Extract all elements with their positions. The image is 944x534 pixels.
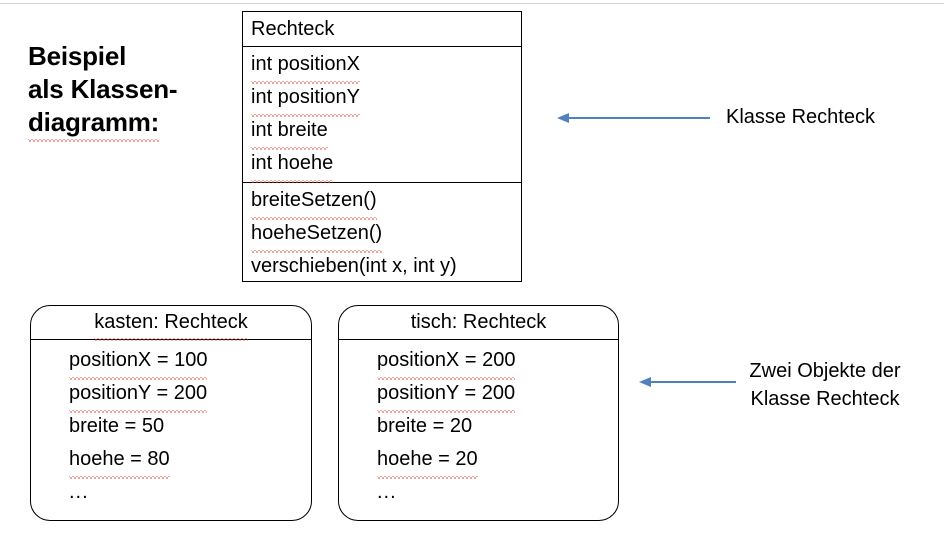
callout-arrow-objects-icon: [639, 377, 736, 387]
callout-label-objects-line-2: Klasse Rechteck: [750, 388, 900, 410]
uml-object-title-text: kasten: Rechteck: [94, 306, 249, 341]
uml-object-slot-text: breite = 20: [377, 415, 473, 437]
uml-class-box: Rechteck int positionX int positionY int…: [242, 11, 522, 282]
uml-object-title: tisch: Rechteck: [339, 306, 618, 340]
uml-object-slot-ellipsis: ...: [377, 481, 397, 503]
uml-object-box-tisch: tisch: Rechteck positionX = 200 position…: [338, 305, 619, 521]
uml-attribute-row: int hoehe: [251, 147, 521, 183]
uml-object-slot-text: positionX = 100: [69, 344, 208, 380]
uml-attribute-text: int hoehe: [251, 147, 334, 183]
uml-object-slot-row: positionX = 200: [377, 344, 618, 380]
uml-object-slot-row: positionX = 100: [69, 344, 311, 380]
page-title-line-3: diagramm:: [28, 106, 228, 142]
uml-object-box-kasten: kasten: Rechteck positionX = 100 positio…: [30, 305, 312, 521]
uml-object-slots: positionX = 200 positionY = 200 breite =…: [339, 340, 618, 509]
page-title-line-2: als Klassen-: [28, 74, 178, 104]
uml-object-slot-text: hoehe = 20: [377, 443, 478, 479]
uml-object-slot-row: breite = 20: [377, 410, 618, 443]
uml-class-name: Rechteck: [243, 12, 521, 47]
page-title-line-3-text: diagramm:: [28, 107, 160, 142]
uml-object-title: kasten: Rechteck: [31, 306, 311, 341]
slide-top-divider: [0, 3, 944, 4]
uml-object-slot-row: hoehe = 80: [69, 443, 311, 479]
uml-object-slot-row: positionY = 200: [69, 377, 311, 413]
uml-attribute-text: int breite: [251, 114, 328, 150]
uml-operation-row: hoeheSetzen(): [251, 217, 521, 253]
uml-object-slot-row: breite = 50: [69, 410, 311, 443]
uml-object-slot-text: breite = 50: [69, 415, 165, 437]
uml-class-attributes-compartment: int positionX int positionY int breite i…: [243, 47, 521, 183]
uml-operation-text: hoeheSetzen(): [251, 217, 383, 253]
uml-attribute-row: int positionY: [251, 81, 521, 117]
callout-label-class: Klasse Rechteck: [726, 103, 875, 131]
uml-operation-row: verschieben(int x, int y): [251, 250, 521, 283]
uml-operation-text: breiteSetzen(): [251, 184, 377, 220]
uml-class-operations-compartment: breiteSetzen() hoeheSetzen() verschieben…: [243, 183, 521, 285]
uml-object-slots: positionX = 100 positionY = 200 breite =…: [31, 340, 311, 509]
callout-label-objects-line-1: Zwei Objekte der: [749, 360, 901, 382]
page-title: Beispiel als Klassen- diagramm:: [28, 40, 228, 142]
uml-object-slot-ellipsis: ...: [69, 481, 89, 503]
uml-object-slot-row: positionY = 200: [377, 377, 618, 413]
uml-object-slot-text: positionY = 200: [377, 377, 516, 413]
uml-attribute-text: int positionY: [251, 81, 360, 117]
uml-object-slot-text: hoehe = 80: [69, 443, 170, 479]
uml-object-title-text: tisch: Rechteck: [410, 311, 547, 333]
callout-label-class-line-1: Klasse Rechteck: [726, 106, 875, 128]
uml-operation-row: breiteSetzen(): [251, 184, 521, 220]
uml-attribute-text: int positionX: [251, 48, 360, 84]
uml-object-slot-text: positionX = 200: [377, 344, 516, 380]
uml-object-slot-row: hoehe = 20: [377, 443, 618, 479]
callout-label-objects: Zwei Objekte der Klasse Rechteck: [718, 357, 932, 413]
uml-operation-text: verschieben(int x, int y): [251, 255, 457, 277]
callout-arrow-class-icon: [557, 113, 710, 123]
page-title-line-1: Beispiel: [28, 41, 127, 71]
uml-object-slot-text: positionY = 200: [69, 377, 208, 413]
uml-attribute-row: int breite: [251, 114, 521, 150]
uml-attribute-row: int positionX: [251, 48, 521, 84]
